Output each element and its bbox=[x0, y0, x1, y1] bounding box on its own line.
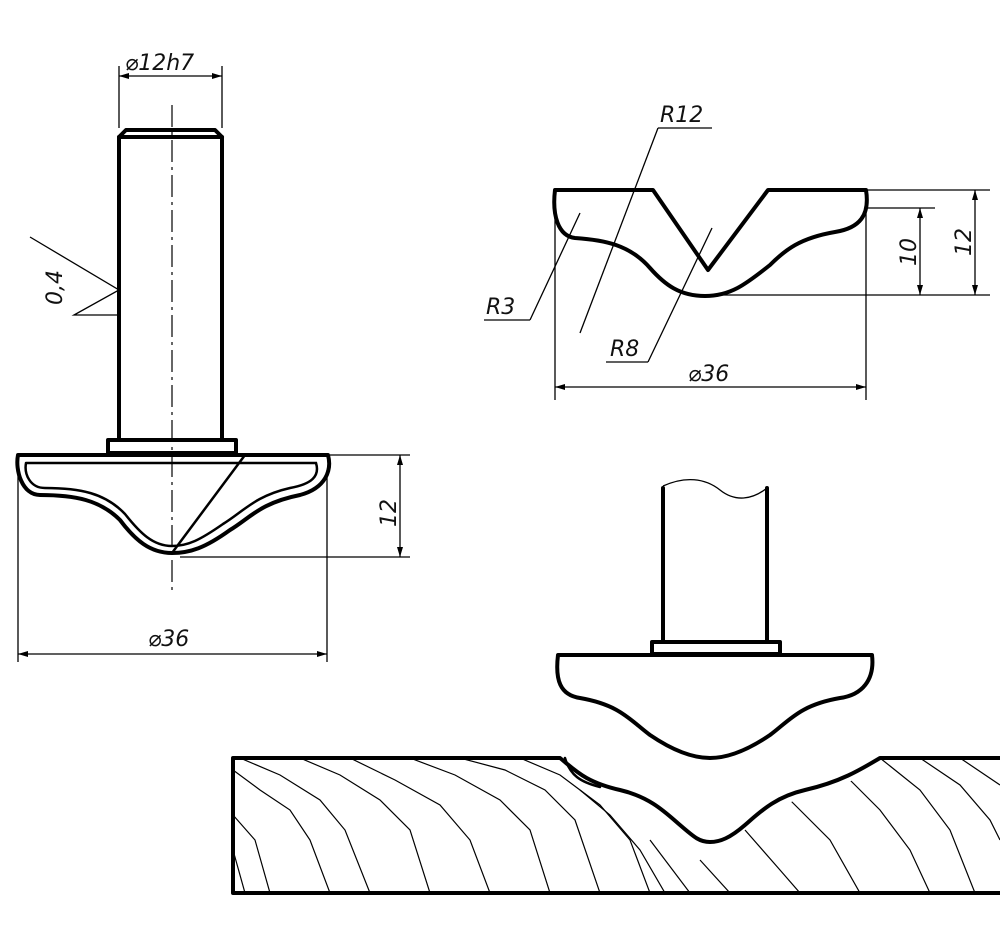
profile-depth-dimension: 10 bbox=[710, 207, 990, 296]
shank-break-line bbox=[662, 479, 768, 499]
head-height-label: 12 bbox=[377, 499, 402, 527]
wood-board-outline bbox=[231, 756, 1000, 895]
surface-finish-symbol: 0,4 bbox=[29, 236, 121, 316]
broken-shank bbox=[661, 486, 769, 644]
collar bbox=[650, 640, 782, 656]
cutter-head-outline bbox=[15, 453, 332, 555]
profile-section-view: R12 R3 R8 10 12 bbox=[484, 103, 990, 400]
profile-height-label: 12 bbox=[952, 228, 977, 256]
shank-outline bbox=[117, 135, 224, 442]
cutting-illustration bbox=[231, 479, 1000, 895]
groove-edge bbox=[563, 756, 602, 789]
radius-r3-callout: R3 bbox=[484, 212, 581, 321]
router-bit-view: ⌀12h7 0,4 12 ⌀36 bbox=[15, 51, 410, 662]
profile-diameter-label: ⌀36 bbox=[688, 362, 729, 387]
profile-depth-label: 10 bbox=[897, 238, 922, 266]
shank-chamfer bbox=[117, 128, 224, 139]
profile-outline bbox=[552, 188, 869, 298]
radius-r12-label: R12 bbox=[660, 103, 703, 128]
shank-diameter-label: ⌀12h7 bbox=[125, 51, 194, 76]
radius-r8-callout: R8 bbox=[606, 227, 713, 363]
head-height-dimension: 12 bbox=[180, 454, 410, 558]
surface-finish-label: 0,4 bbox=[43, 270, 68, 305]
head-diameter-dimension: ⌀36 bbox=[17, 470, 328, 662]
radius-r3-label: R3 bbox=[486, 295, 515, 320]
profile-diameter-dimension: ⌀36 bbox=[554, 195, 867, 400]
shank-diameter-dimension: ⌀12h7 bbox=[118, 51, 223, 128]
wood-grain-hatching bbox=[233, 758, 1000, 893]
cutter-flute bbox=[170, 453, 247, 555]
profile-height-dimension: 12 bbox=[868, 189, 990, 295]
radius-r8-label: R8 bbox=[610, 337, 639, 362]
cutter-head bbox=[555, 653, 875, 760]
head-diameter-label: ⌀36 bbox=[148, 627, 189, 652]
radius-r12-callout: R12 bbox=[579, 103, 712, 334]
